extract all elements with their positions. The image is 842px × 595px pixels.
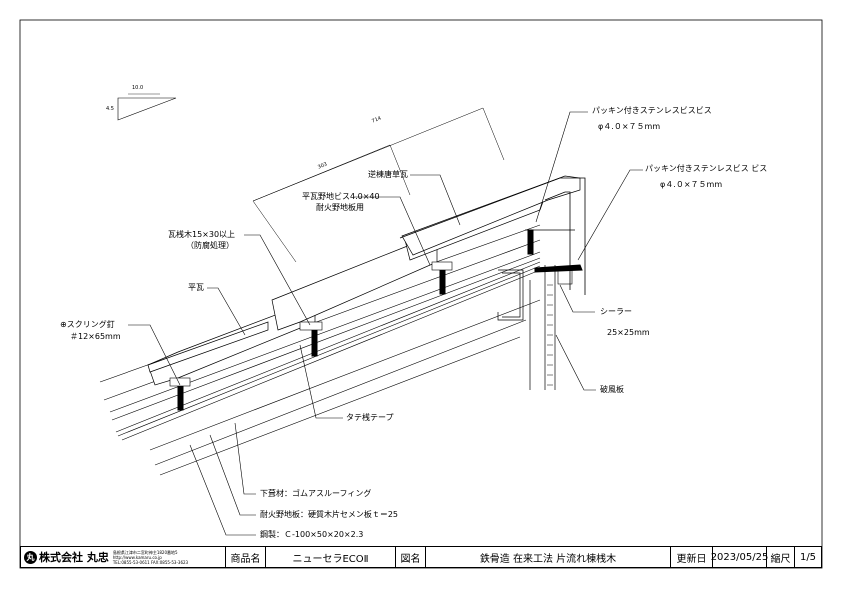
label-nail: ⊕スクリング釘 [60, 320, 115, 329]
label-ridge-screw-sub: 耐火野地板用 [316, 203, 364, 212]
label-screw-top1-size: φ４.０×７５mm [598, 122, 661, 131]
label-screw-top2-size: φ４.０×７５mm [660, 180, 723, 189]
label-ridge-screw: 平瓦野地ビス4.0×40 [302, 192, 380, 201]
company-cell: 丸 株式会社 丸忠 島根県江津市二宮町神主1820番地5 http://www.… [21, 547, 226, 567]
leader-lines [128, 111, 643, 536]
update-date: 2023/05/25 [711, 547, 768, 567]
label-ridge-tile: 逆棟唐草瓦 [368, 170, 408, 179]
label-flat-tile: 平瓦 [188, 283, 204, 292]
battens [169, 261, 453, 387]
steel-channel [497, 269, 524, 321]
slope-side-dim: 4.5 [106, 106, 114, 112]
sealer [557, 269, 573, 285]
label-batten-sub: （防腐処理） [186, 241, 234, 250]
slope-top-dim: 10.0 [132, 85, 144, 91]
outer-frame [19, 19, 823, 569]
company-address: 島根県江津市二宮町神主1820番地5 http://www.kamaru.co.… [113, 550, 188, 565]
scale-value: 1/5 [799, 551, 817, 563]
label-tape: タテ桟テープ [346, 413, 394, 422]
address-line-2: http://www.kamaru.co.jp [112, 554, 162, 560]
label-screw-top2: パッキン付きステンレスビス ビス [645, 164, 768, 173]
drawing-name: 鉄骨造 在来工法 片流れ棟桟木 [426, 547, 671, 567]
label-steel: 鋼製：Ｃ-100×50×20×2.3 [260, 530, 364, 539]
date-label: 更新日 [671, 547, 713, 567]
label-sealer: シーラー [600, 307, 632, 316]
label-sealer-size: 25×25mm [607, 328, 650, 337]
address-line-3: TEL:0855-53-0611 FAX:0855-53-3623 [112, 559, 189, 565]
drawing-label: 図名 [396, 547, 426, 567]
label-underlay: 下葺材：ゴムアスルーフィング [260, 489, 372, 498]
label-nail-size: ＃12×65mm [70, 332, 121, 341]
company-logo: 丸 [24, 550, 37, 564]
roof-tiles [147, 175, 581, 386]
roof-layers [99, 224, 541, 476]
fascia-board [529, 265, 556, 390]
label-screw-top1: パッキン付きステンレスビスビス [592, 106, 712, 115]
title-block: 丸 株式会社 丸忠 島根県江津市二宮町神主1820番地5 http://www.… [20, 546, 822, 568]
address-line-1: 島根県江津市二宮町神主1820番地5 [112, 549, 178, 555]
product-name: ニューセラECOⅡ [266, 547, 396, 567]
label-fascia: 破風板 [600, 385, 624, 394]
product-label: 商品名 [226, 547, 266, 567]
company-name: 株式会社 丸忠 [39, 551, 109, 564]
slope-indicator [117, 93, 177, 121]
scale-label: 縮尺 [767, 547, 795, 567]
label-batten: 瓦桟木15×30以上 [168, 230, 236, 239]
dimension-lines [252, 107, 505, 263]
label-board: 耐火野地板：硬質木片セメン板ｔ＝25 [260, 510, 399, 519]
fascia-hatch [547, 284, 553, 386]
